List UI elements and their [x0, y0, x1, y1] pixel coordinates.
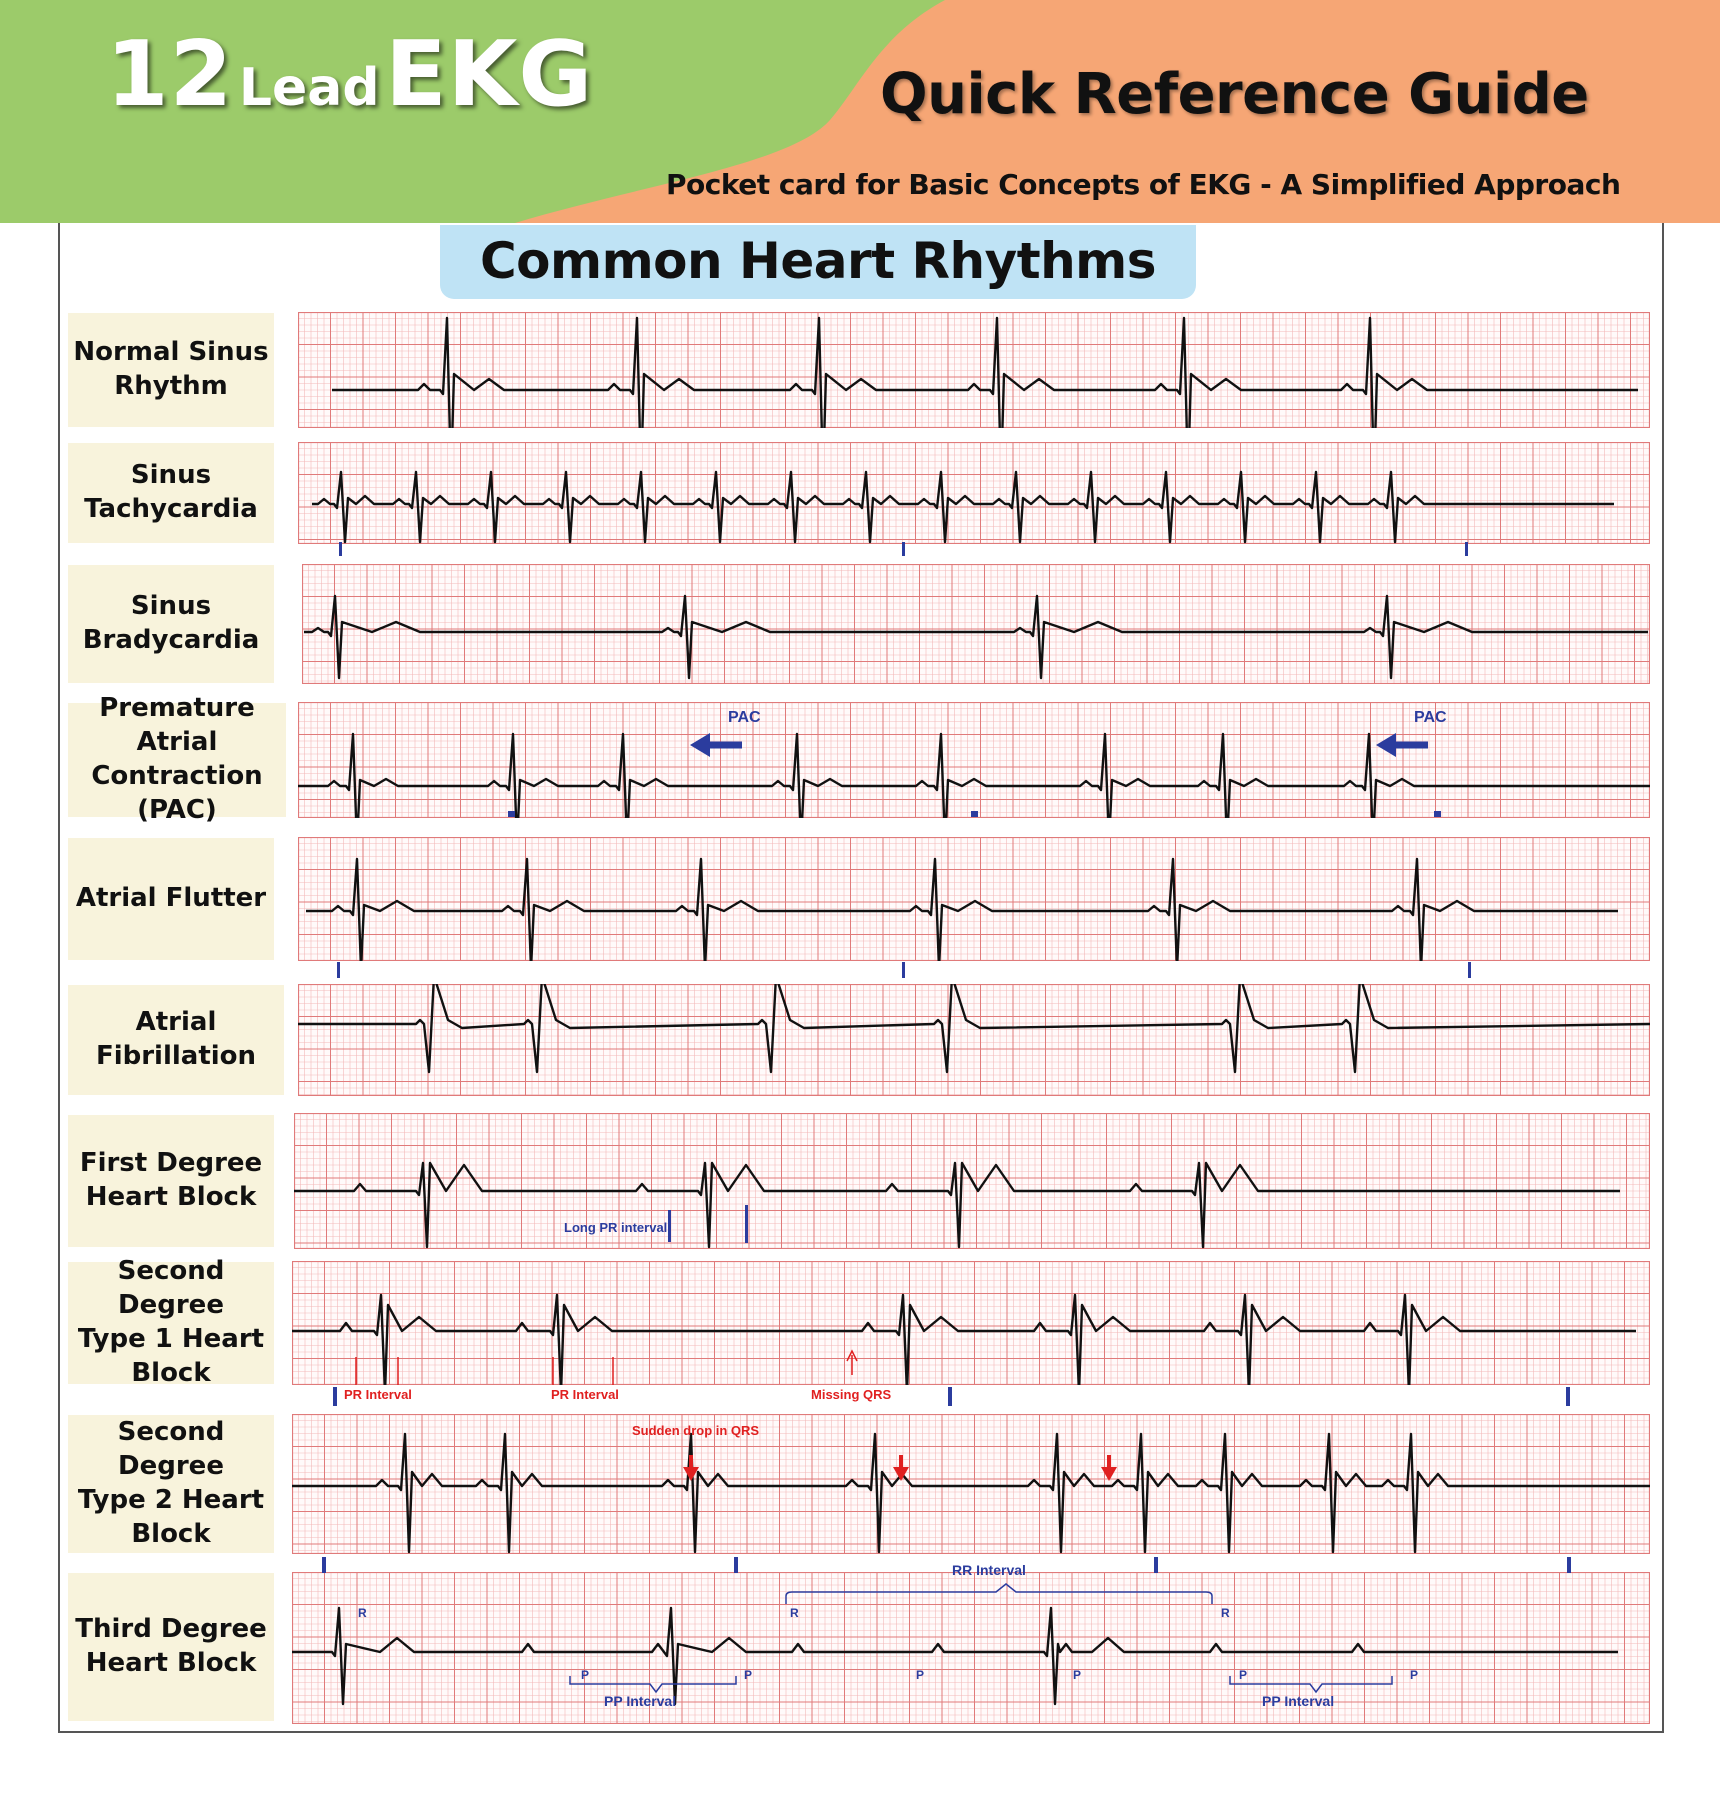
strip-sinus-bradycardia: [302, 564, 1650, 684]
rr-interval-bracket: [785, 1583, 1213, 1604]
p-wave-label: P: [1410, 1668, 1418, 1682]
pp-interval-label: PP Interval: [1262, 1693, 1334, 1709]
label-atrial-flutter: Atrial Flutter: [68, 838, 274, 960]
pac-arrow-head-icon: [1376, 733, 1396, 757]
r-wave-label: R: [358, 1606, 367, 1620]
reference-card: [58, 223, 1664, 1733]
ekg-trace: [292, 1293, 1636, 1385]
r-wave-label: R: [790, 1606, 799, 1620]
label-third-degree-block: Third Degree Heart Block: [68, 1573, 274, 1721]
sudden-drop-label: Sudden drop in QRS: [632, 1423, 759, 1438]
ekg-trace: [292, 1432, 1650, 1554]
strip-second-degree-type2: [292, 1414, 1650, 1554]
ekg-trace: [292, 1606, 1618, 1706]
ekg-trace: [298, 732, 1650, 818]
label-atrial-fibrillation: Atrial Fibrillation: [68, 985, 284, 1095]
logo-number: 12: [106, 22, 234, 127]
ekg-trace: [298, 984, 1650, 1074]
rhythm-markers: [322, 542, 1571, 1573]
ekg-trace: [306, 857, 1618, 961]
strip-normal-sinus-rhythm: [298, 312, 1650, 428]
pac-label: PAC: [728, 709, 761, 726]
label-pac: Premature Atrial Contraction (PAC): [68, 693, 286, 825]
p-wave-label: P: [1073, 1668, 1081, 1682]
label-sinus-bradycardia: Sinus Bradycardia: [68, 565, 274, 683]
label-second-degree-type1: Second Degree Type 1 Heart Block: [68, 1256, 274, 1388]
pr-interval-marks: [355, 1357, 614, 1385]
label-sinus-tachycardia: Sinus Tachycardia: [68, 443, 274, 543]
p-wave-label: P: [581, 1668, 589, 1682]
p-wave-label: P: [1239, 1668, 1247, 1682]
pp-interval-bracket: [569, 1676, 737, 1694]
ekg-trace: [312, 470, 1614, 544]
strip-atrial-fibrillation: [298, 984, 1650, 1096]
ekg-trace: [304, 594, 1648, 680]
pac-arrow-head-icon: [690, 733, 710, 757]
pr-interval-label: PR Interval: [344, 1387, 412, 1402]
header-background: [0, 0, 1720, 223]
strip-sinus-tachycardia: [298, 442, 1650, 544]
strip-second-degree-type1: [292, 1261, 1650, 1385]
label-second-degree-type2: Second Degree Type 2 Heart Block: [68, 1415, 274, 1553]
header: 12 Lead EKG Quick Reference Guide Pocket…: [0, 0, 1720, 223]
ekg-trace: [294, 1161, 1620, 1249]
pp-interval-bracket: [1229, 1676, 1393, 1694]
logo: 12 Lead EKG: [106, 30, 593, 120]
pac-label: PAC: [1414, 709, 1447, 726]
r-wave-label: R: [1221, 1606, 1230, 1620]
guide-title: Quick Reference Guide: [880, 62, 1589, 127]
ekg-trace: [332, 316, 1638, 428]
label-first-degree-block: First Degree Heart Block: [68, 1115, 274, 1247]
p-wave-label: P: [916, 1668, 924, 1682]
missing-qrs-label: Missing QRS: [811, 1387, 892, 1402]
long-pr-interval-label: Long PR interval: [564, 1220, 667, 1235]
strip-atrial-flutter: [298, 837, 1650, 961]
strip-pac: [298, 702, 1650, 818]
sudden-drop-arrows: [683, 1455, 1117, 1481]
section-title: Common Heart Rhythms: [440, 225, 1196, 299]
strip-third-degree-block: [292, 1572, 1650, 1724]
strip-first-degree-block: [294, 1113, 1650, 1249]
pr-interval-label: PR Interval: [551, 1387, 619, 1402]
label-normal-sinus-rhythm: Normal Sinus Rhythm: [68, 313, 274, 427]
logo-lead: Lead: [238, 58, 380, 118]
rr-interval-label: RR Interval: [952, 1562, 1026, 1578]
guide-subtitle: Pocket card for Basic Concepts of EKG - …: [666, 168, 1621, 201]
logo-ekg: EKG: [385, 22, 594, 127]
p-wave-label: P: [744, 1668, 752, 1682]
pp-interval-label: PP Interval: [604, 1693, 676, 1709]
